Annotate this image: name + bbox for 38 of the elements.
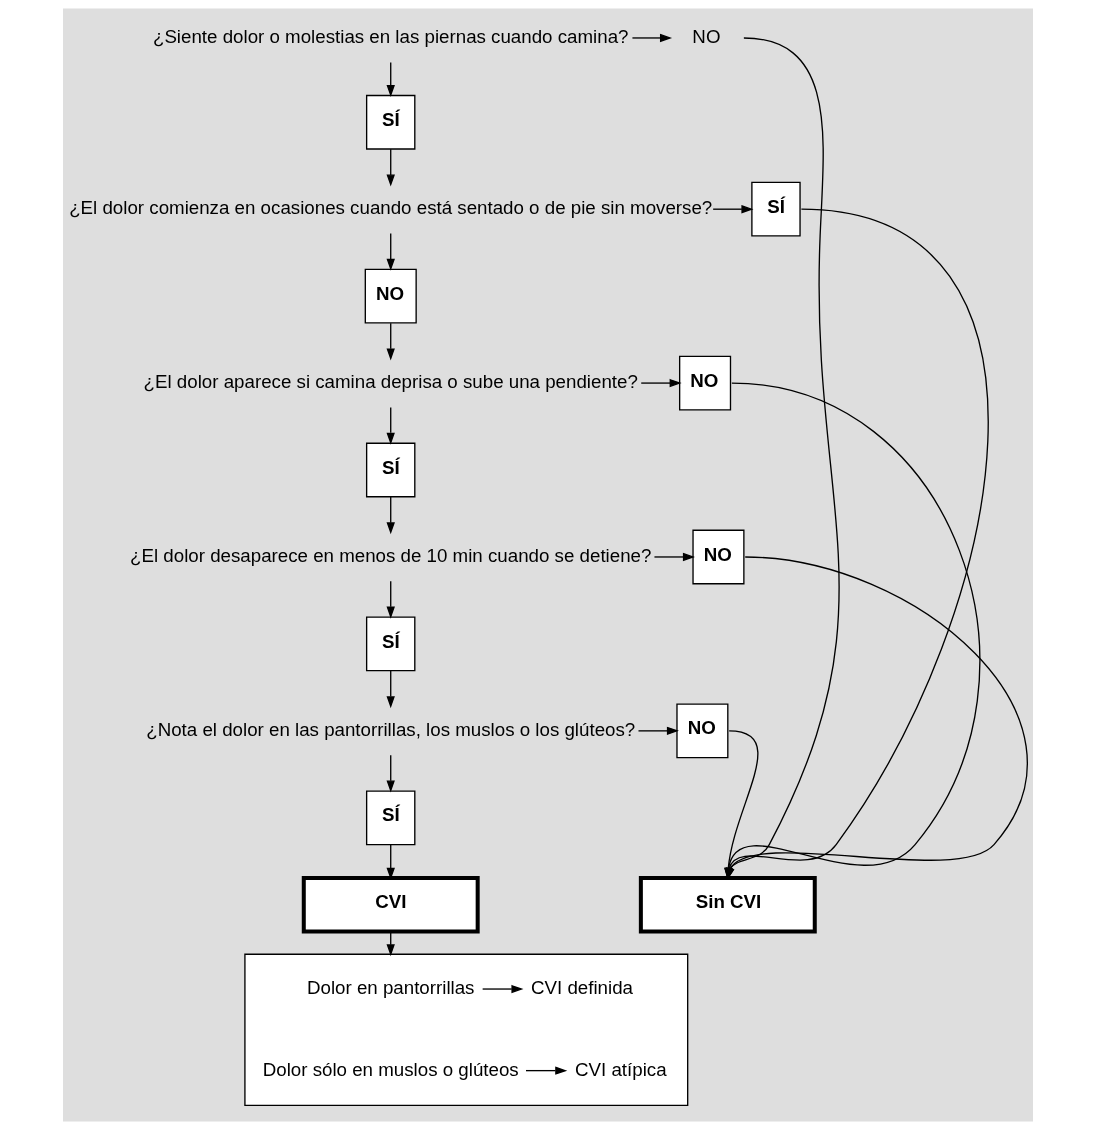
arrow: [386, 406, 395, 445]
node-text: ¿El dolor comienza en ocasiones cuando está sentado o de pie sin moverse?: [69, 197, 713, 219]
arrow: [386, 232, 395, 271]
node-box: SÍ: [751, 181, 801, 237]
arrow: [386, 61, 395, 98]
node-text: CVI atípica: [575, 1058, 667, 1080]
node-box: CVI: [301, 876, 480, 934]
node-text: Dolor sólo en muslos o glúteos: [262, 1058, 519, 1080]
node-text: ¿El dolor desaparece en menos de 10 min cuando se detiene?: [130, 544, 652, 566]
arrow: [386, 580, 395, 619]
arrow: [637, 726, 679, 736]
arrow: [631, 33, 673, 43]
node-box: NO: [679, 355, 732, 411]
node-text: CVI definida: [531, 976, 633, 998]
node-box: SÍ: [365, 616, 416, 672]
arrow: [386, 670, 395, 709]
node-text: NO: [692, 25, 721, 47]
node-text: ¿Siente dolor o molestias en las piernas cuando camina?: [152, 25, 629, 47]
node-box: NO: [364, 268, 417, 324]
arrow: [386, 754, 395, 793]
arrow: [525, 1066, 568, 1075]
node-text: ¿El dolor aparece si camina deprisa o sube una pendiente?: [143, 371, 638, 393]
arrow: [640, 378, 682, 388]
node-box: NO: [692, 529, 745, 585]
node-box: Sin CVI: [638, 876, 817, 934]
node-text: ¿Nota el dolor en las pantorrillas, los muslos o los glúteos?: [146, 718, 636, 740]
node-box: NO: [676, 703, 729, 759]
arrow: [481, 984, 524, 994]
arrow: [386, 496, 395, 535]
node-text: Dolor en pantorrillas: [306, 976, 475, 998]
arrow: [386, 322, 395, 361]
arrow: [653, 552, 695, 562]
node-box: SÍ: [365, 442, 416, 498]
cluster: [244, 953, 689, 1107]
arrow: [712, 204, 754, 214]
node-box: SÍ: [365, 94, 416, 150]
node-box: SÍ: [365, 790, 416, 846]
arrow: [386, 148, 395, 187]
